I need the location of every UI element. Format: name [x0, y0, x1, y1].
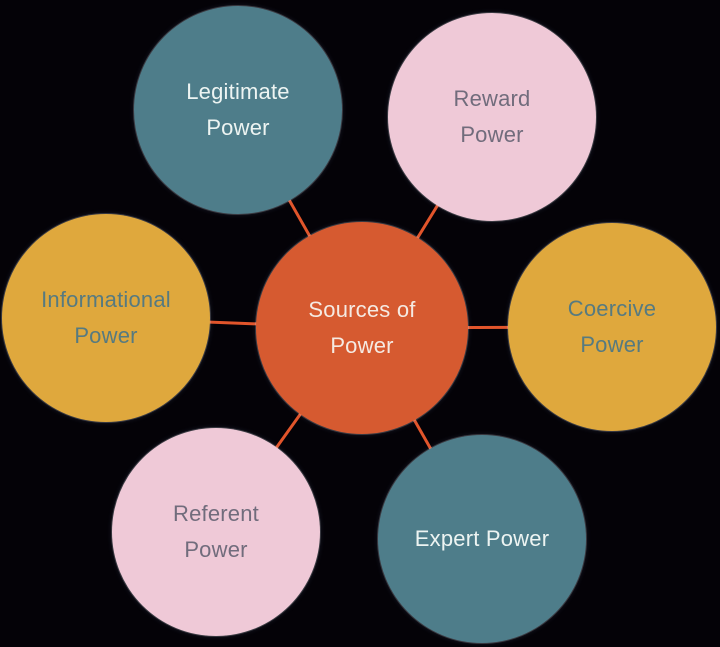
node-label-line: Legitimate: [186, 79, 290, 104]
node-label-line: Power: [460, 122, 524, 147]
node-label-line: Power: [580, 332, 644, 357]
node-label-line: Expert Power: [414, 526, 550, 551]
node-label: Legitimate Power: [186, 74, 290, 146]
node-label: Referent Power: [173, 496, 259, 568]
node-coercive-power: Coercive Power: [508, 223, 716, 431]
node-reward-power: Reward Power: [388, 13, 596, 221]
node-label: Informational Power: [41, 282, 171, 354]
node-label-line: Reward: [453, 86, 531, 111]
node-label: Expert Power: [415, 521, 549, 557]
node-label-line: Coercive: [567, 296, 657, 321]
node-label-line: Sources of: [308, 297, 416, 322]
node-sources-of-power: Sources of Power: [256, 222, 468, 434]
node-referent-power: Referent Power: [112, 428, 320, 636]
node-label-line: Referent: [173, 501, 259, 526]
node-legitimate-power: Legitimate Power: [134, 6, 342, 214]
node-label: Sources of Power: [308, 292, 415, 364]
node-informational-power: Informational Power: [2, 214, 210, 422]
node-label-line: Informational: [41, 287, 171, 312]
node-label-line: Power: [74, 323, 138, 348]
node-label-line: Power: [184, 537, 248, 562]
node-expert-power: Expert Power: [378, 435, 586, 643]
node-label: Coercive Power: [568, 291, 656, 363]
node-label-line: Power: [330, 333, 394, 358]
node-label: Reward Power: [453, 81, 530, 153]
node-label-line: Power: [206, 115, 270, 140]
